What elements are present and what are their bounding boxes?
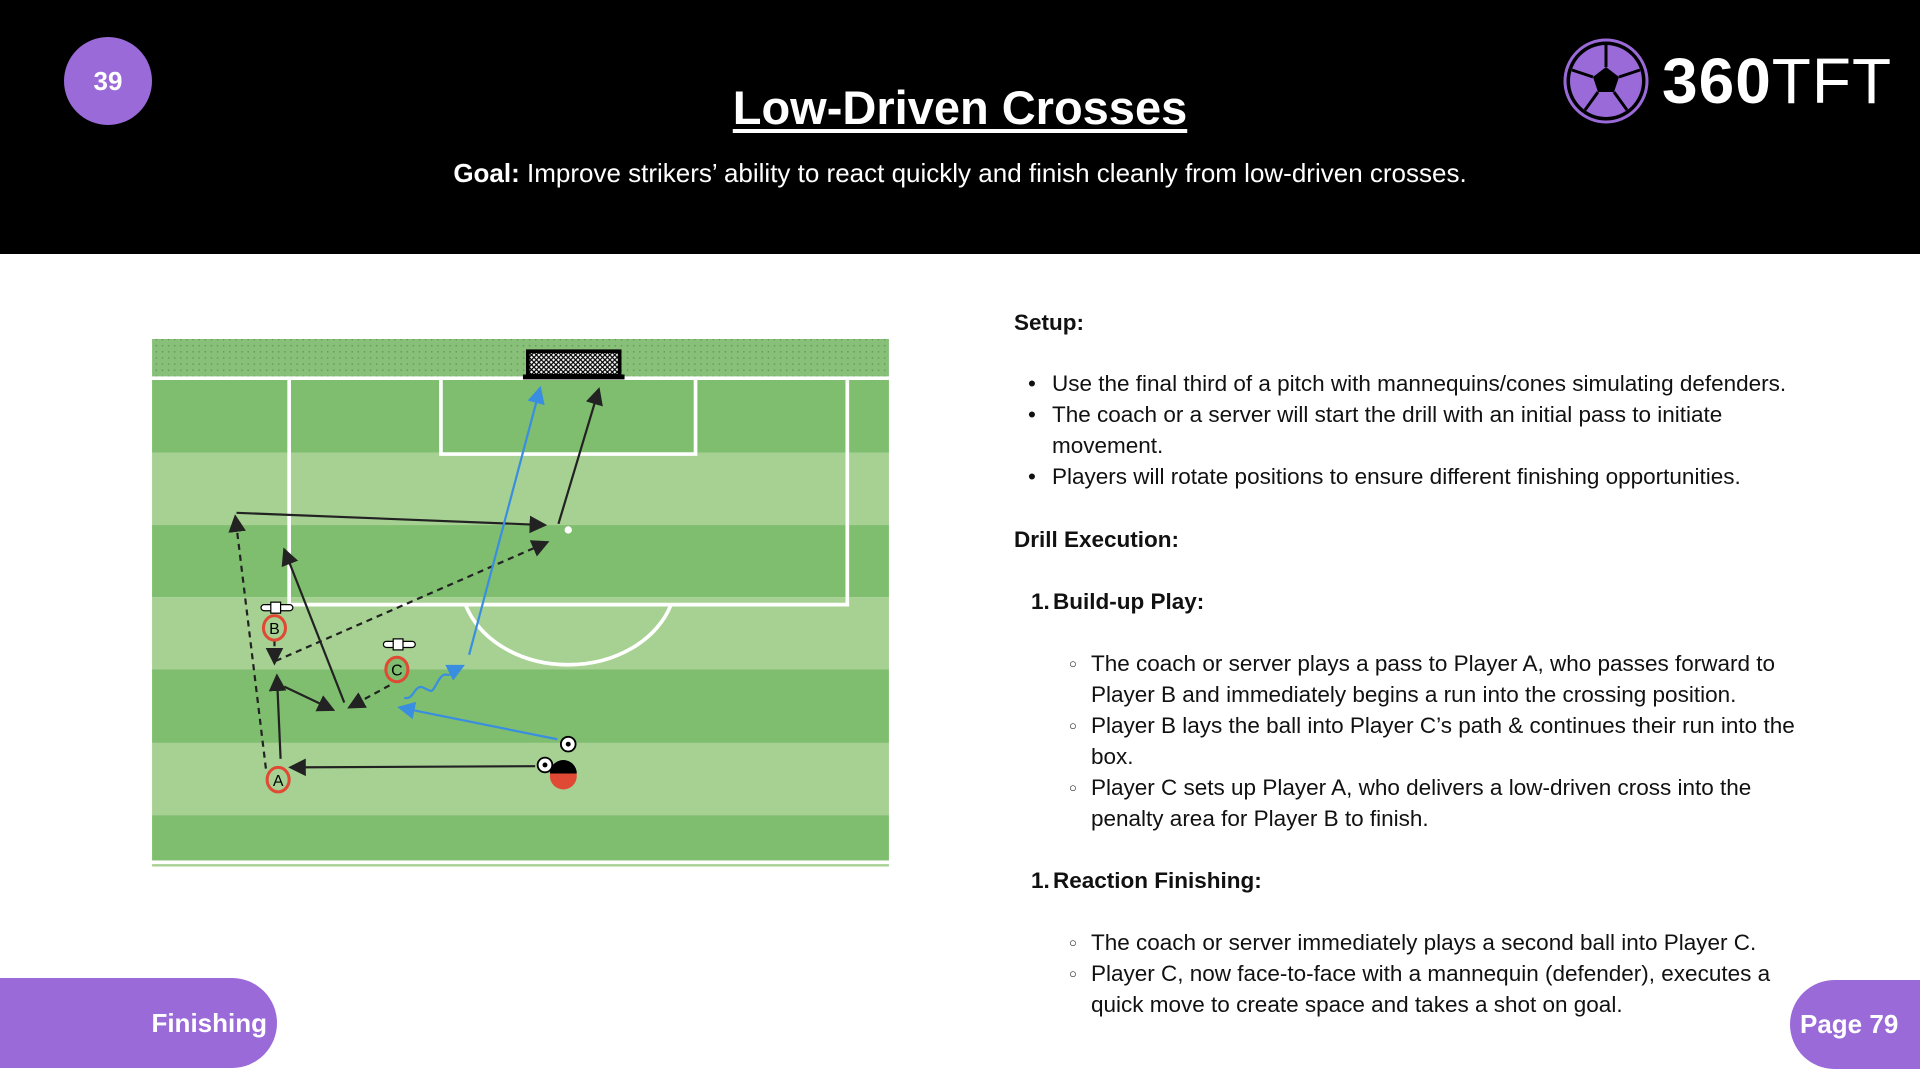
phase-heading: 1.Build-up Play: xyxy=(1031,589,1205,614)
phase-list: The coach or server immediately plays a … xyxy=(1069,927,1821,1020)
pitch-stripes xyxy=(152,379,889,861)
list-item: The coach or a server will start the dri… xyxy=(1014,399,1814,461)
setup-heading: Setup: xyxy=(1014,310,1084,335)
page-title: Low-Driven Crosses xyxy=(732,81,1188,134)
logo-wordmark: 360TFT xyxy=(1662,45,1893,117)
list-item: Player B lays the ball into Player C’s p… xyxy=(1069,710,1821,772)
svg-text:A: A xyxy=(273,773,284,790)
player-c: C xyxy=(384,655,410,684)
soccer-ball-icon xyxy=(1563,38,1649,124)
list-item: The coach or server immediately plays a … xyxy=(1069,927,1821,958)
ball-icon xyxy=(536,756,554,774)
goal-statement: Goal: Improve strikers’ ability to react… xyxy=(0,158,1920,189)
player-b: B xyxy=(261,614,288,642)
pitch-lines xyxy=(152,376,889,667)
list-item: The coach or server plays a pass to Play… xyxy=(1069,648,1821,710)
phase-list: The coach or server plays a pass to Play… xyxy=(1069,648,1821,834)
pitch-runoff xyxy=(152,339,889,377)
penalty-spot xyxy=(564,526,572,534)
goal-text: Improve strikers’ ability to react quick… xyxy=(519,158,1467,188)
drill-number-badge: 39 xyxy=(64,37,152,125)
list-item: Player C, now face-to-face with a manneq… xyxy=(1069,958,1821,1020)
logo: 360TFT xyxy=(1562,37,1892,125)
drill-diagram: B C A xyxy=(152,339,889,867)
goal-label: Goal: xyxy=(453,158,520,188)
coach-icon xyxy=(549,760,577,790)
ball-icon xyxy=(559,735,577,753)
page-number: Page 79 xyxy=(1790,980,1920,1069)
movement-arrows xyxy=(228,387,603,777)
goal xyxy=(522,349,625,380)
svg-text:B: B xyxy=(269,621,280,638)
list-item: Player C sets up Player A, who delivers … xyxy=(1069,772,1821,834)
ball-arrows xyxy=(397,385,558,741)
list-item: Players will rotate positions to ensure … xyxy=(1014,461,1814,492)
mannequin-icon xyxy=(260,601,294,614)
drill-execution-heading: Drill Execution: xyxy=(1014,527,1180,552)
svg-text:C: C xyxy=(391,663,403,680)
phase-heading: 1.Reaction Finishing: xyxy=(1031,868,1262,893)
mannequin-icon xyxy=(382,638,416,651)
player-a: A xyxy=(265,765,291,794)
header: 39 Low-Driven Crosses Goal: Improve stri… xyxy=(0,0,1920,254)
list-item: Use the final third of a pitch with mann… xyxy=(1014,368,1814,399)
category-tab: Finishing xyxy=(0,978,277,1068)
setup-list: Use the final third of a pitch with mann… xyxy=(1014,368,1814,492)
